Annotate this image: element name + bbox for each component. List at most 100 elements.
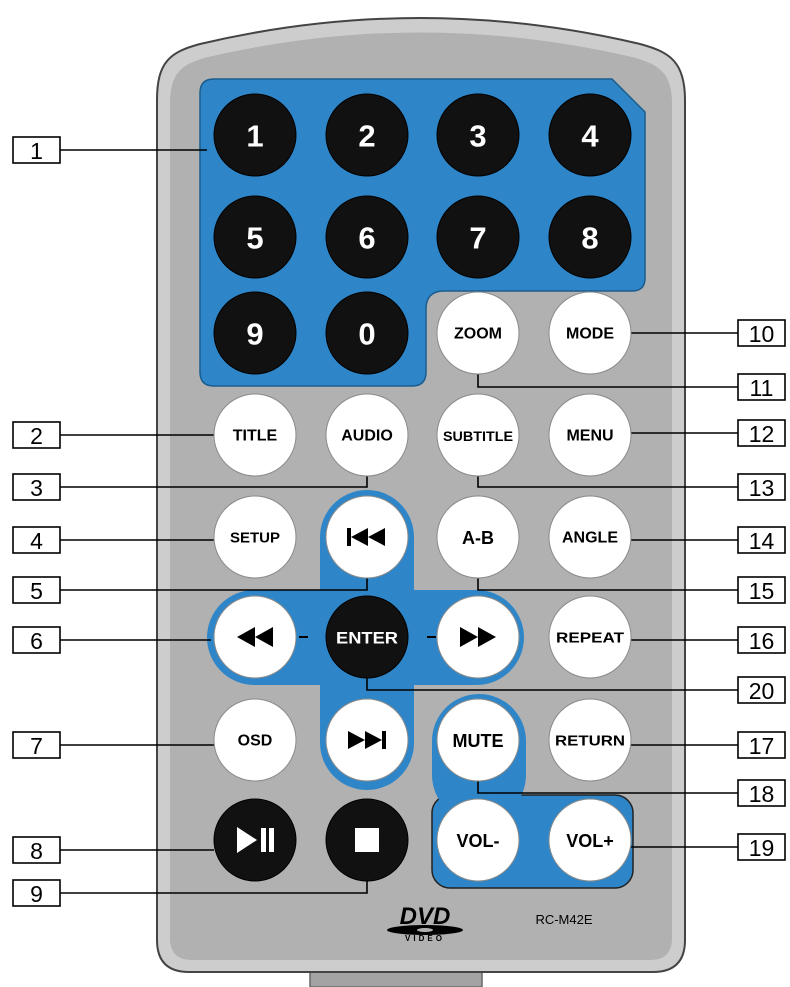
volume-up-button[interactable]: VOL+ — [548, 798, 632, 882]
angle-button-face — [548, 495, 632, 579]
callout-number: 5 — [30, 578, 43, 604]
play-pause-button[interactable] — [213, 798, 297, 882]
stop-button[interactable] — [325, 798, 409, 882]
next-button[interactable] — [325, 698, 409, 782]
zoom-button[interactable]: ZOOM — [436, 291, 520, 375]
callout-9: 9 — [12, 879, 61, 907]
number-button-9[interactable]: 9 — [213, 291, 297, 375]
number-button-0[interactable]: 0 — [325, 291, 409, 375]
callout-box — [12, 526, 61, 554]
model-number: RC-M42E — [535, 912, 592, 927]
enter-button[interactable]: ENTER — [325, 595, 409, 679]
callout-box — [737, 731, 786, 759]
repeat-button-face — [548, 595, 632, 679]
number-button-3[interactable]: 3 — [436, 93, 520, 177]
callout-number: 18 — [749, 781, 775, 807]
callout-line-18 — [477, 781, 738, 794]
callout-number: 17 — [749, 733, 775, 759]
angle-button[interactable]: ANGLE — [548, 495, 632, 579]
fast-forward-button[interactable] — [436, 595, 520, 679]
number-button-5-face — [213, 195, 297, 279]
number-button-8-label: 8 — [581, 221, 598, 256]
menu-button[interactable]: MENU — [548, 393, 632, 477]
callout-15: 15 — [737, 576, 786, 604]
audio-button-face — [325, 393, 409, 477]
callout-number: 2 — [30, 423, 43, 449]
osd-button[interactable]: OSD — [213, 698, 297, 782]
callout-8: 8 — [12, 836, 61, 864]
number-button-9-face — [213, 291, 297, 375]
mute-button-label: MUTE — [453, 731, 504, 751]
number-button-7[interactable]: 7 — [436, 195, 520, 279]
callout-2: 2 — [12, 421, 61, 449]
mode-button-label: MODE — [566, 326, 614, 343]
setup-button-face — [213, 495, 297, 579]
number-button-2[interactable]: 2 — [325, 93, 409, 177]
setup-button[interactable]: SETUP — [213, 495, 297, 579]
callout-number: 16 — [749, 628, 775, 654]
callout-box — [12, 421, 61, 449]
number-button-5[interactable]: 5 — [213, 195, 297, 279]
callout-number: 15 — [749, 578, 775, 604]
rewind-button[interactable] — [213, 595, 297, 679]
subtitle-button[interactable]: SUBTITLE — [436, 393, 520, 477]
callout-box — [737, 419, 786, 447]
number-button-8[interactable]: 8 — [548, 195, 632, 279]
volume-up-button-label: VOL+ — [566, 831, 614, 851]
callout-box — [737, 779, 786, 807]
mute-button[interactable]: MUTE — [436, 698, 520, 782]
number-button-8-face — [548, 195, 632, 279]
skip-previous-icon — [347, 528, 385, 546]
callout-box — [737, 373, 786, 401]
callout-box — [12, 731, 61, 759]
callout-box — [12, 879, 61, 907]
callout-20: 20 — [737, 676, 786, 704]
number-button-6[interactable]: 6 — [325, 195, 409, 279]
stop-icon — [355, 828, 379, 852]
number-button-3-face — [436, 93, 520, 177]
callout-18: 18 — [737, 779, 786, 807]
osd-button-label: OSD — [238, 733, 273, 750]
callout-16: 16 — [737, 626, 786, 654]
dvd-logo-disc-hole — [417, 928, 433, 932]
return-button[interactable]: RETURN — [548, 698, 632, 782]
fast-forward-icon — [460, 627, 496, 647]
callout-number: 7 — [30, 733, 43, 759]
number-button-1[interactable]: 1 — [213, 93, 297, 177]
audio-button[interactable]: AUDIO — [325, 393, 409, 477]
number-button-4[interactable]: 4 — [548, 93, 632, 177]
dvd-video-logo: DVD VIDEO — [387, 903, 463, 943]
video-logo-text: VIDEO — [405, 934, 445, 943]
callout-17: 17 — [737, 731, 786, 759]
callout-number: 1 — [30, 138, 43, 164]
callout-box — [737, 576, 786, 604]
number-button-1-face — [213, 93, 297, 177]
number-button-7-label: 7 — [469, 221, 486, 256]
callout-line-13 — [477, 476, 738, 488]
callout-number: 19 — [749, 835, 775, 861]
number-button-4-label: 4 — [581, 119, 599, 154]
callout-14: 14 — [737, 526, 786, 554]
volume-down-button[interactable]: VOL- — [436, 798, 520, 882]
number-button-5-label: 5 — [246, 221, 263, 256]
subtitle-button-face — [436, 393, 520, 477]
a-b-repeat-button[interactable]: A-B — [436, 495, 520, 579]
mode-button[interactable]: MODE — [548, 291, 632, 375]
number-button-3-label: 3 — [469, 119, 486, 154]
callout-number: 3 — [30, 475, 43, 501]
callout-line-5 — [60, 578, 368, 591]
title-button[interactable]: TITLE — [213, 393, 297, 477]
callout-number: 11 — [750, 375, 774, 401]
callout-number: 10 — [749, 321, 775, 347]
callout-box — [12, 473, 61, 501]
rewind-icon — [237, 627, 273, 647]
previous-button[interactable] — [325, 495, 409, 579]
number-button-1-label: 1 — [246, 119, 263, 154]
callout-box — [737, 833, 786, 861]
repeat-button[interactable]: REPEAT — [548, 595, 632, 679]
a-b-repeat-button-face — [436, 495, 520, 579]
callout-number: 6 — [30, 628, 43, 654]
enter-button-label: ENTER — [336, 629, 398, 648]
zoom-button-label: ZOOM — [454, 326, 502, 343]
